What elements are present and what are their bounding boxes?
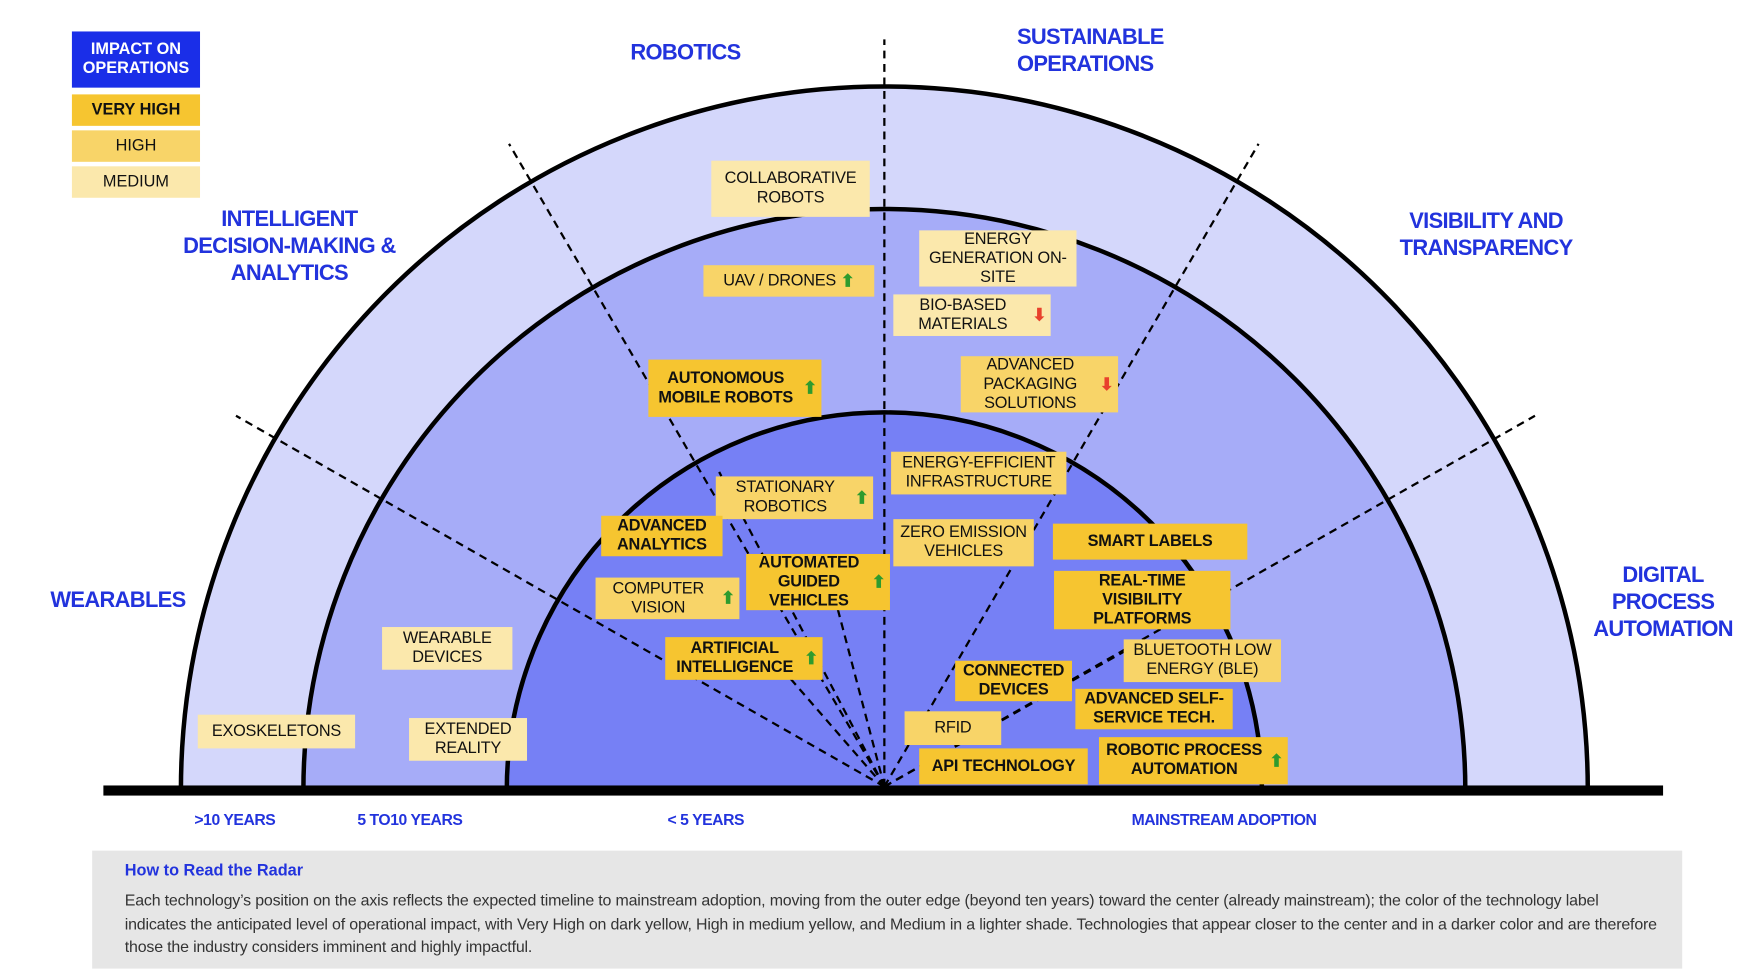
legend-very-high: VERY HIGH bbox=[71, 94, 201, 126]
divider-line bbox=[785, 673, 886, 788]
technology-name: RFID bbox=[934, 718, 972, 737]
divider-line bbox=[883, 143, 1260, 788]
arrow-up-icon: ⬆ bbox=[854, 488, 869, 508]
category-visibility-transparency: VISIBILITY AND TRANSPARENCY bbox=[1399, 209, 1574, 261]
technology-name: WEARABLE DEVICES bbox=[402, 629, 492, 667]
technology-label: ADVANCED ANALYTICS bbox=[601, 515, 723, 557]
technology-name: AUTONOMOUS MOBILE ROBOTS bbox=[658, 369, 794, 407]
technology-label: EXTENDED REALITY bbox=[409, 718, 528, 761]
arrow-up-icon: ⬆ bbox=[720, 588, 735, 608]
technology-label: BIO-BASED MATERIALS ⬇ bbox=[893, 294, 1051, 336]
arrow-up-icon: ⬆ bbox=[1269, 751, 1284, 771]
technology-label: AUTOMATED GUIDED VEHICLES ⬆ bbox=[746, 553, 890, 611]
technology-label: REAL-TIME VISIBILITY PLATFORMS bbox=[1054, 570, 1231, 630]
technology-label: ARTIFICIAL INTELLIGENCE ⬆ bbox=[665, 637, 823, 680]
technology-label: ENERGY GENERATION ON-SITE bbox=[919, 229, 1077, 287]
technology-label: ADVANCED PACKAGING SOLUTIONS ⬇ bbox=[960, 355, 1119, 413]
technology-label: ENERGY-EFFICIENT INFRASTRUCTURE bbox=[891, 451, 1067, 495]
how-to-read-title: How to Read the Radar bbox=[124, 861, 304, 880]
category-digital-process-automation: DIGITAL PROCESS AUTOMATION bbox=[1593, 562, 1733, 642]
technology-name: AUTOMATED GUIDED VEHICLES bbox=[758, 553, 860, 610]
technology-name: REAL-TIME VISIBILITY PLATFORMS bbox=[1093, 571, 1192, 628]
technology-label: ADVANCED SELF-SERVICE TECH. bbox=[1075, 688, 1233, 730]
technology-name: CONNECTED DEVICES bbox=[962, 661, 1065, 699]
category-wearables: WEARABLES bbox=[50, 587, 186, 613]
category-robotics: ROBOTICS bbox=[630, 40, 741, 66]
technology-label: AUTONOMOUS MOBILE ROBOTS ⬆ bbox=[648, 359, 822, 417]
arrow-up-icon: ⬆ bbox=[804, 648, 819, 669]
technology-label: ROBOTIC PROCESS AUTOMATION ⬆ bbox=[1098, 737, 1288, 785]
technology-label: SMART LABELS bbox=[1052, 523, 1248, 560]
axis-label-mainstream-adoption: MAINSTREAM ADOPTION bbox=[1131, 810, 1317, 829]
technology-name: ENERGY GENERATION ON-SITE bbox=[928, 229, 1067, 286]
technology-label: API TECHNOLOGY bbox=[919, 748, 1088, 785]
divider-line bbox=[836, 606, 886, 787]
category-sustainable-operations: SUSTAINABLE OPERATIONS bbox=[1016, 24, 1164, 77]
technology-name: ADVANCED SELF-SERVICE TECH. bbox=[1084, 689, 1224, 728]
technology-label: COLLABORATIVE ROBOTS bbox=[711, 160, 870, 217]
technology-name: EXOSKELETONS bbox=[211, 721, 342, 740]
technology-name: ADVANCED ANALYTICS bbox=[616, 516, 707, 554]
technology-name: COMPUTER VISION bbox=[612, 579, 705, 617]
how-to-read-panel: How to Read the Radar Each technology’s … bbox=[92, 850, 1683, 969]
technology-label: BLUETOOTH LOW ENERGY (BLE) bbox=[1123, 639, 1282, 683]
legend-title: IMPACT ON OPERATIONS bbox=[71, 31, 201, 88]
arrow-up-icon: ⬆ bbox=[840, 271, 855, 291]
technology-name: ROBOTIC PROCESS AUTOMATION bbox=[1106, 741, 1263, 779]
technology-label: RFID bbox=[904, 711, 1002, 746]
technology-name: EXTENDED REALITY bbox=[424, 720, 512, 758]
technology-name: API TECHNOLOGY bbox=[931, 756, 1076, 775]
arrow-down-icon: ⬇ bbox=[1099, 374, 1114, 394]
technology-label: CONNECTED DEVICES bbox=[955, 660, 1073, 702]
technology-name: COLLABORATIVE ROBOTS bbox=[724, 169, 857, 207]
axis-label-over-10-years: >10 YEARS bbox=[194, 810, 276, 829]
technology-label: EXOSKELETONS bbox=[197, 714, 356, 749]
technology-name: ZERO EMISSION VEHICLES bbox=[900, 523, 1027, 561]
axis-label-5-to-10-years: 5 TO10 YEARS bbox=[357, 810, 463, 829]
technology-label: UAV / DRONES⬆ bbox=[703, 265, 875, 297]
technology-name: STATIONARY ROBOTICS bbox=[735, 478, 835, 516]
how-to-read-text: Each technology’s position on the axis r… bbox=[124, 892, 1657, 957]
legend-high: HIGH bbox=[71, 130, 201, 162]
arrow-up-icon: ⬆ bbox=[871, 572, 886, 592]
technology-name: ARTIFICIAL INTELLIGENCE bbox=[676, 639, 794, 677]
technology-label: COMPUTER VISION ⬆ bbox=[595, 577, 740, 620]
arrow-down-icon: ⬇ bbox=[1032, 305, 1047, 325]
technology-label: ZERO EMISSION VEHICLES bbox=[893, 519, 1034, 567]
category-intelligent-decision-making: INTELLIGENT DECISION-MAKING & ANALYTICS bbox=[183, 206, 396, 286]
technology-label: WEARABLE DEVICES bbox=[382, 627, 513, 670]
arrow-up-icon: ⬆ bbox=[803, 378, 817, 398]
divider-line bbox=[718, 471, 886, 788]
baseline-axis bbox=[103, 785, 1664, 796]
technology-name: ADVANCED PACKAGING SOLUTIONS bbox=[983, 355, 1078, 412]
technology-name: UAV / DRONES bbox=[723, 271, 837, 290]
axis-label-under-5-years: < 5 YEARS bbox=[667, 810, 745, 829]
technology-name: ENERGY-EFFICIENT INFRASTRUCTURE bbox=[902, 453, 1056, 492]
technology-name: BIO-BASED MATERIALS bbox=[918, 296, 1008, 334]
divider-line bbox=[235, 414, 885, 788]
technology-name: BLUETOOTH LOW ENERGY (BLE) bbox=[1133, 641, 1272, 679]
technology-label: STATIONARY ROBOTICS ⬆ bbox=[715, 476, 874, 520]
technology-name: SMART LABELS bbox=[1087, 532, 1213, 551]
legend-medium: MEDIUM bbox=[71, 166, 201, 198]
